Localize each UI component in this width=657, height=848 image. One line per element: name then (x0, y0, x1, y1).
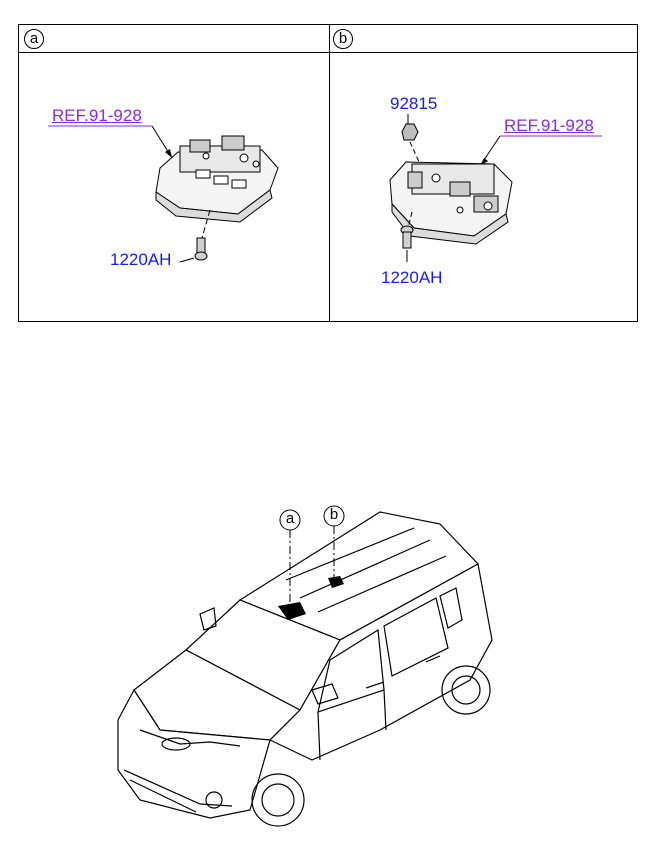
screw-b (400, 225, 414, 249)
parts-panel-frame: a b (18, 24, 638, 322)
vehicle-callout-a[interactable]: a (285, 510, 295, 527)
vehicle-front (117, 688, 271, 819)
panel-a-ref-label[interactable]: REF.91-928 (52, 106, 142, 125)
overhead-console-lamp-b (389, 161, 513, 245)
panel-a-tag: a (24, 29, 44, 49)
clip-92815 (401, 123, 419, 141)
lamp-a-location (278, 602, 306, 620)
lamp-b-location (328, 576, 344, 588)
panel-b-tag: b (333, 29, 353, 49)
vehicle-rear-wheel (441, 665, 491, 715)
panel-a-part-1220AH[interactable]: 1220AH (110, 250, 172, 269)
panel-header-row (19, 25, 637, 53)
panel-b-part-1220AH[interactable]: 1220AH (381, 268, 443, 287)
panel-b-ref-label[interactable]: REF.91-928 (504, 116, 594, 135)
overhead-console-lamp-a (155, 135, 279, 223)
panel-divider (329, 25, 330, 321)
panel-b-part-92815[interactable]: 92815 (390, 94, 438, 113)
vehicle-front-wheel (251, 773, 305, 827)
screw-a (194, 237, 208, 261)
vehicle-callout-b[interactable]: b (329, 506, 339, 523)
